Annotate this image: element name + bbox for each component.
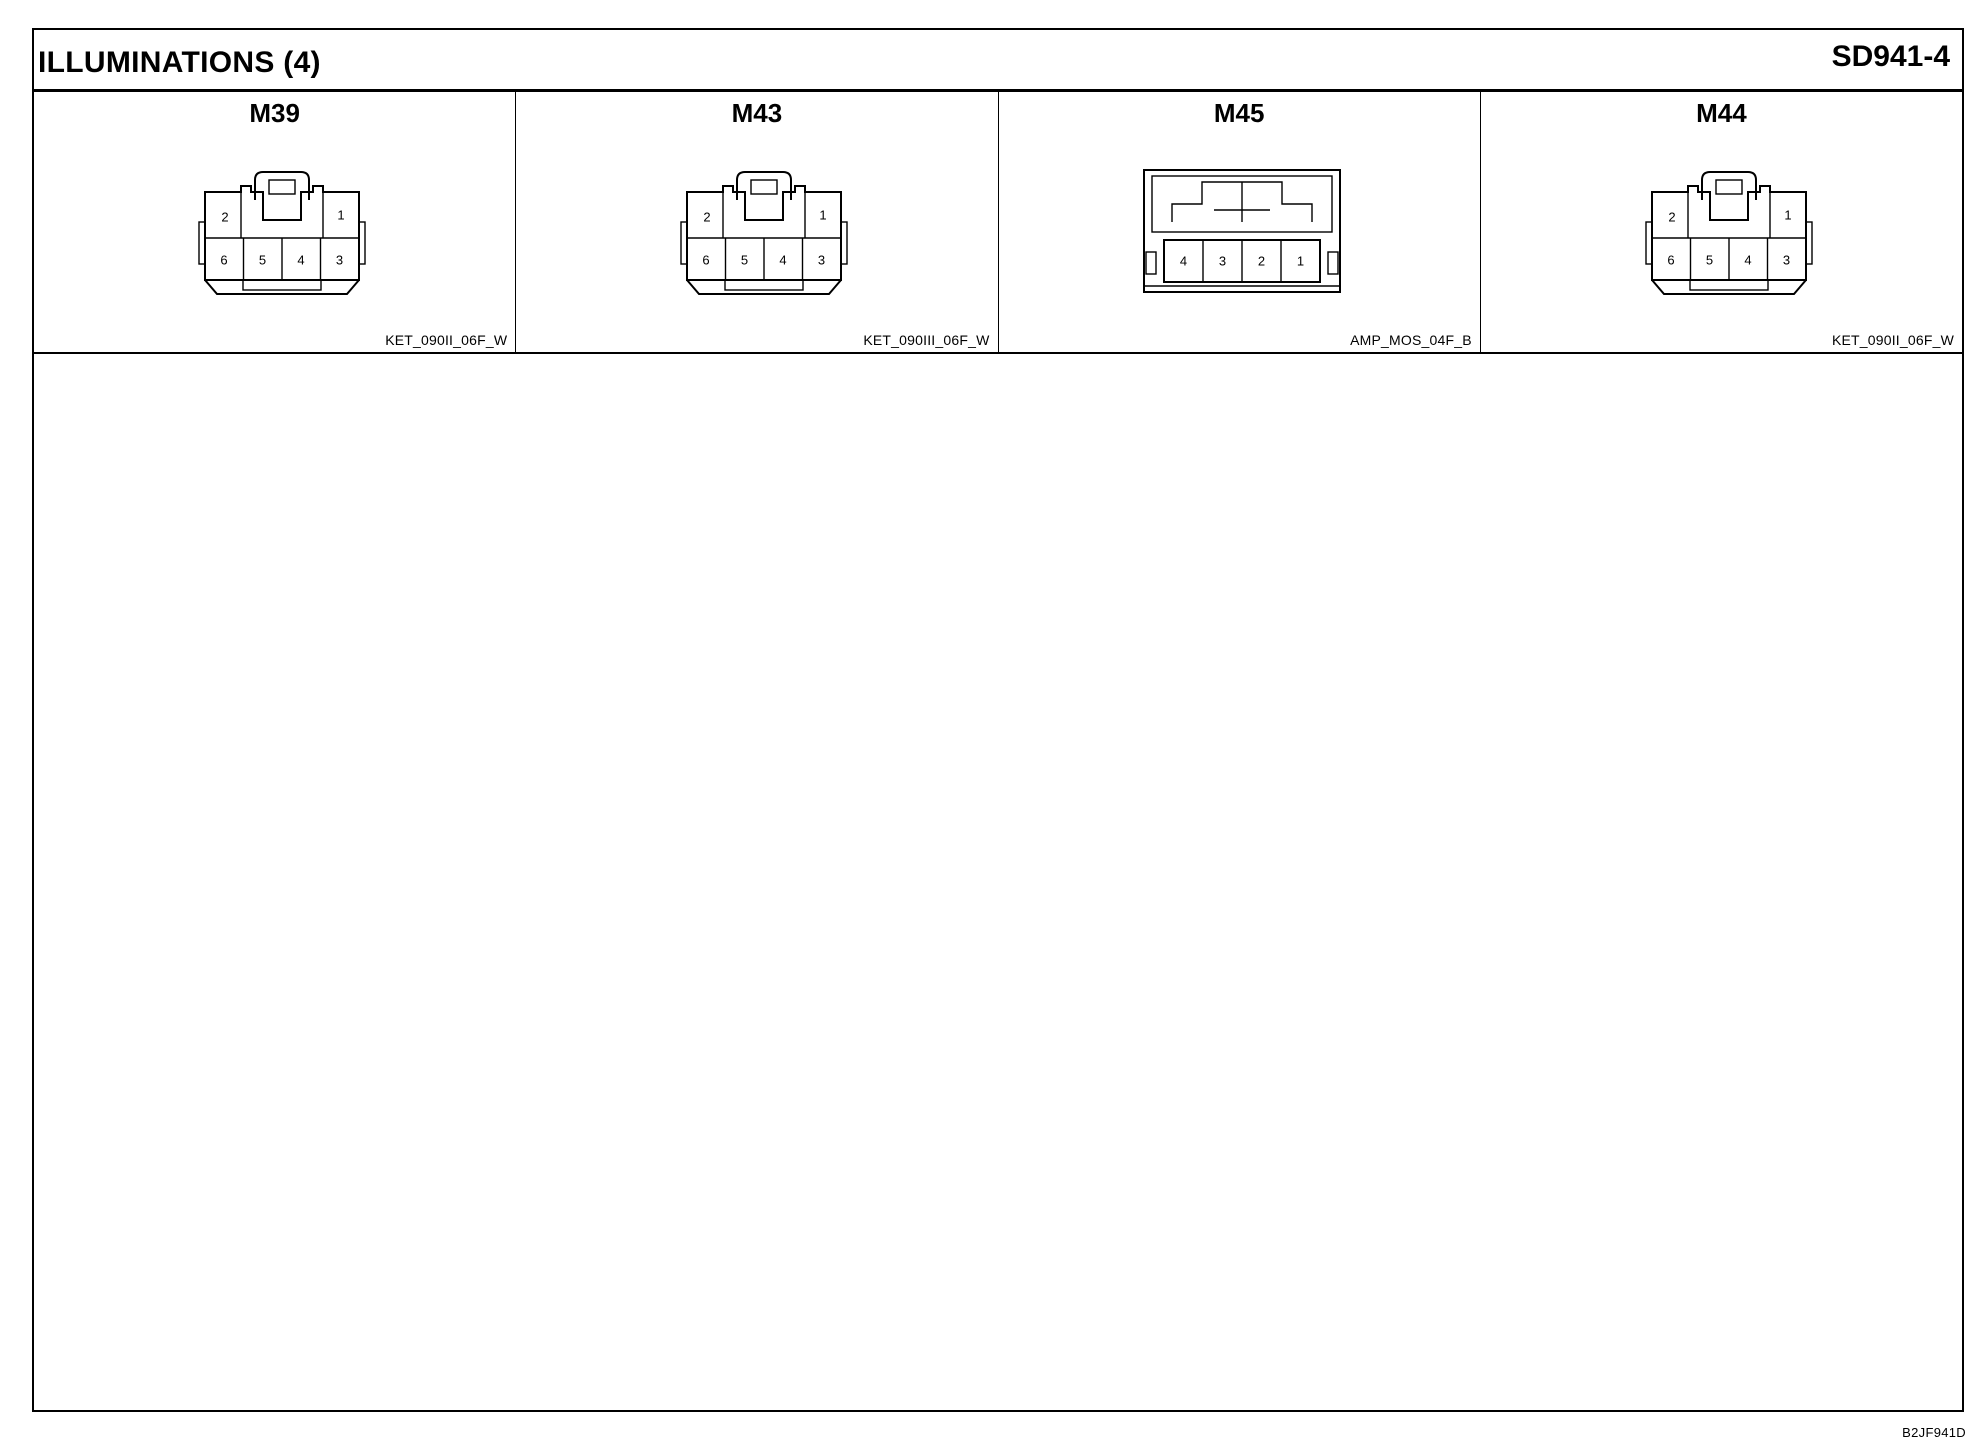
housing-key [724,279,804,291]
side-lug [1326,251,1339,275]
side-lug [358,221,366,265]
pin-label: 1 [337,208,344,223]
latch-window [1715,179,1743,195]
connector-housing [204,185,360,281]
connector-cell-m39: M39 2 1 6 5 4 3 KET_090II_06F_W [34,92,517,352]
pin-label: 2 [1257,254,1264,269]
connector-id: M43 [731,98,783,128]
connector-part-number: KET_090II_06F_W [385,332,508,348]
title-bar: ILLUMINATIONS (4) SD941-4 [34,30,1962,92]
diagram-sheet: ILLUMINATIONS (4) SD941-4 M39 2 1 6 5 4 3 KET… [32,28,1964,1412]
connector-id: M45 [1213,98,1265,128]
side-lug [840,221,848,265]
housing-key [1689,279,1769,291]
pin-label: 5 [741,253,748,268]
page-code: SD941-4 [1831,40,1950,73]
connector-drawing: 2 1 6 5 4 3 [198,171,366,295]
pin-label: 1 [1784,208,1791,223]
pin-label: 6 [220,253,227,268]
pin-label: 4 [297,253,304,268]
connector-cell-m45: M45 4 3 2 1 AMP_MOS_04F_B [999,92,1481,352]
latch-outline [1700,171,1757,200]
connector-housing [1142,169,1341,293]
pin-label: 1 [820,208,827,223]
connector-cell-m44: M44 2 1 6 5 4 3 KET_090II_06F_W [1481,92,1962,352]
connector-cell-m43: M43 2 1 6 5 4 3 KET_090III_06F_W [516,92,999,352]
pin-label: 5 [1706,253,1713,268]
pin-label: 4 [780,253,787,268]
pin-label: 5 [259,253,266,268]
pin-label: 6 [703,253,710,268]
housing-skirt [1650,279,1807,295]
pin-label: 6 [1667,253,1674,268]
side-lug [680,221,688,265]
footer-code: B2JF941D [1902,1425,1966,1440]
connector-housing [686,185,843,281]
page-title: ILLUMINATIONS (4) [38,46,321,79]
side-lug [1645,221,1653,265]
pin-label: 2 [221,210,228,225]
connector-row: M39 2 1 6 5 4 3 KET_090II_06F_W M43 2 1 6 5 4 3 KE… [34,92,1962,354]
connector-drawing: 2 1 6 5 4 3 [680,171,848,295]
latch-outline [254,171,310,200]
housing-skirt [204,279,360,295]
connector-id: M39 [249,98,300,128]
connector-part-number: AMP_MOS_04F_B [1350,332,1472,348]
connector-id: M44 [1696,98,1747,128]
pin-label: 1 [1296,254,1303,269]
side-lug [1144,251,1157,275]
latch-outline [736,171,793,200]
connector-part-number: KET_090III_06F_W [863,332,990,348]
housing-key [242,279,322,291]
pin-label: 3 [818,253,825,268]
diagram-body [34,354,1962,1410]
connector-drawing: 2 1 6 5 4 3 [1645,171,1813,295]
latch-window [268,179,296,195]
pin-label: 4 [1744,253,1751,268]
connector-drawing: 4 3 2 1 [1142,169,1341,293]
side-lug [198,221,206,265]
latch-window [750,179,778,195]
pin-label: 2 [704,210,711,225]
connector-part-number: KET_090II_06F_W [1831,332,1954,348]
housing-skirt [686,279,843,295]
pin-label: 2 [1668,210,1675,225]
connector-housing [1650,185,1807,281]
pin-label: 3 [1783,253,1790,268]
side-lug [1805,221,1813,265]
pin-label: 3 [1218,254,1225,269]
pin-label: 4 [1179,254,1186,269]
housing-inner [1150,175,1333,233]
pin-label: 3 [336,253,343,268]
